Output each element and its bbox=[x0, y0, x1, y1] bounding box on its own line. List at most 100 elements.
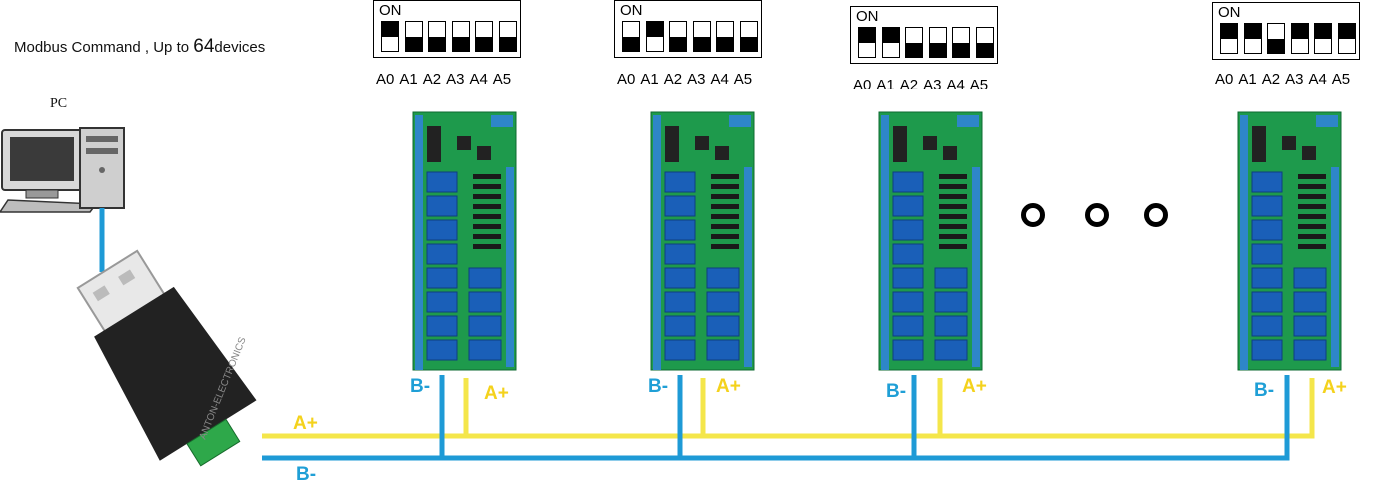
relay bbox=[892, 219, 924, 241]
dip-on-label: ON bbox=[620, 2, 643, 19]
relay bbox=[468, 339, 502, 361]
optocoupler bbox=[711, 234, 739, 239]
address-label: A3 bbox=[687, 71, 706, 88]
dip-switch-knob bbox=[1291, 24, 1308, 39]
dip-switch-knob bbox=[623, 36, 639, 51]
relay bbox=[664, 195, 696, 217]
address-label: A0 bbox=[617, 71, 636, 88]
relay bbox=[1251, 219, 1283, 241]
optocoupler bbox=[711, 244, 739, 249]
dip-switch-a0 bbox=[622, 21, 640, 52]
optocoupler bbox=[1298, 204, 1326, 209]
relay bbox=[892, 291, 924, 313]
relay bbox=[664, 171, 696, 193]
relay bbox=[426, 267, 458, 289]
relay bbox=[426, 171, 458, 193]
a-plus-label-board-2: A+ bbox=[716, 376, 741, 397]
dip-switch-knob bbox=[670, 36, 686, 51]
relay bbox=[664, 315, 696, 337]
chip bbox=[1302, 146, 1316, 160]
right-terminal-block bbox=[744, 167, 752, 367]
dip-switch-knob bbox=[740, 36, 757, 51]
optocoupler bbox=[1298, 224, 1326, 229]
relay bbox=[892, 315, 924, 337]
a-plus-bus-wire bbox=[262, 378, 1315, 439]
dip-switch-knob bbox=[717, 36, 733, 51]
optocoupler bbox=[939, 184, 967, 189]
left-terminal-block bbox=[1240, 115, 1248, 370]
chip bbox=[943, 146, 957, 160]
relay bbox=[664, 339, 696, 361]
dip-switch-knob bbox=[452, 36, 469, 51]
capacitor bbox=[665, 126, 679, 162]
relay-board-1 bbox=[412, 111, 517, 371]
dip-switch-knob bbox=[929, 42, 946, 57]
relay-board-2 bbox=[650, 111, 755, 371]
chip bbox=[477, 146, 491, 160]
relay bbox=[706, 291, 740, 313]
dip-switch-knob bbox=[693, 36, 710, 51]
optocoupler bbox=[473, 204, 501, 209]
relay-board-4 bbox=[1237, 111, 1342, 371]
address-label: A1 bbox=[876, 77, 895, 89]
dip-switch-knob bbox=[382, 22, 398, 37]
optocoupler bbox=[939, 194, 967, 199]
relay bbox=[892, 171, 924, 193]
relay bbox=[706, 315, 740, 337]
optocoupler bbox=[711, 204, 739, 209]
dip-switch-knob bbox=[1338, 24, 1355, 39]
address-label: A4 bbox=[710, 71, 729, 88]
dip-switch-knob bbox=[1315, 24, 1331, 39]
dip-switch-board-4: ON bbox=[1212, 2, 1360, 60]
dip-switch-a1 bbox=[1243, 23, 1262, 54]
capacitor bbox=[427, 126, 441, 162]
relay bbox=[1251, 243, 1283, 265]
left-terminal-block bbox=[881, 115, 889, 370]
relay bbox=[426, 339, 458, 361]
relay bbox=[1251, 171, 1283, 193]
a-plus-label-board-4: A+ bbox=[1322, 377, 1347, 398]
address-label: A3 bbox=[446, 71, 465, 88]
relay bbox=[426, 291, 458, 313]
dip-switch-a0 bbox=[1220, 23, 1238, 54]
dip-switch-a1 bbox=[404, 21, 423, 52]
address-label: A0 bbox=[376, 71, 395, 88]
optocoupler bbox=[939, 224, 967, 229]
dip-switch-a0 bbox=[858, 27, 876, 58]
power-terminal bbox=[491, 115, 513, 127]
chip bbox=[695, 136, 709, 150]
headline: Modbus Command , Up to 64devices bbox=[14, 36, 265, 58]
relay bbox=[934, 315, 968, 337]
optocoupler bbox=[473, 174, 501, 179]
dip-switch-a4 bbox=[1314, 23, 1332, 54]
power-terminal bbox=[1316, 115, 1338, 127]
capacitor bbox=[1252, 126, 1266, 162]
dip-switch-knob bbox=[953, 42, 969, 57]
power-terminal bbox=[957, 115, 979, 127]
b-minus-label-board-3: B- bbox=[886, 381, 907, 402]
dip-switch-board-1: ON bbox=[373, 0, 521, 58]
dip-switch-a4 bbox=[475, 21, 493, 52]
relay bbox=[664, 243, 696, 265]
ellipsis-dot bbox=[1021, 203, 1045, 227]
optocoupler bbox=[473, 244, 501, 249]
dip-switch-a3 bbox=[692, 21, 711, 52]
optocoupler bbox=[473, 184, 501, 189]
dip-switch-a3 bbox=[1290, 23, 1309, 54]
right-terminal-block bbox=[506, 167, 514, 367]
dip-switch-knob bbox=[476, 36, 492, 51]
dip-switch-knob bbox=[859, 28, 875, 43]
relay bbox=[664, 267, 696, 289]
capacitor bbox=[893, 126, 907, 162]
optocoupler bbox=[1298, 244, 1326, 249]
dip-switch-a4 bbox=[716, 21, 734, 52]
address-label: A0 bbox=[1215, 71, 1234, 88]
dip-switch-knob bbox=[1268, 38, 1284, 53]
relay bbox=[426, 315, 458, 337]
address-label: A5 bbox=[969, 77, 989, 89]
ellipsis-dot bbox=[1144, 203, 1168, 227]
optocoupler bbox=[939, 234, 967, 239]
